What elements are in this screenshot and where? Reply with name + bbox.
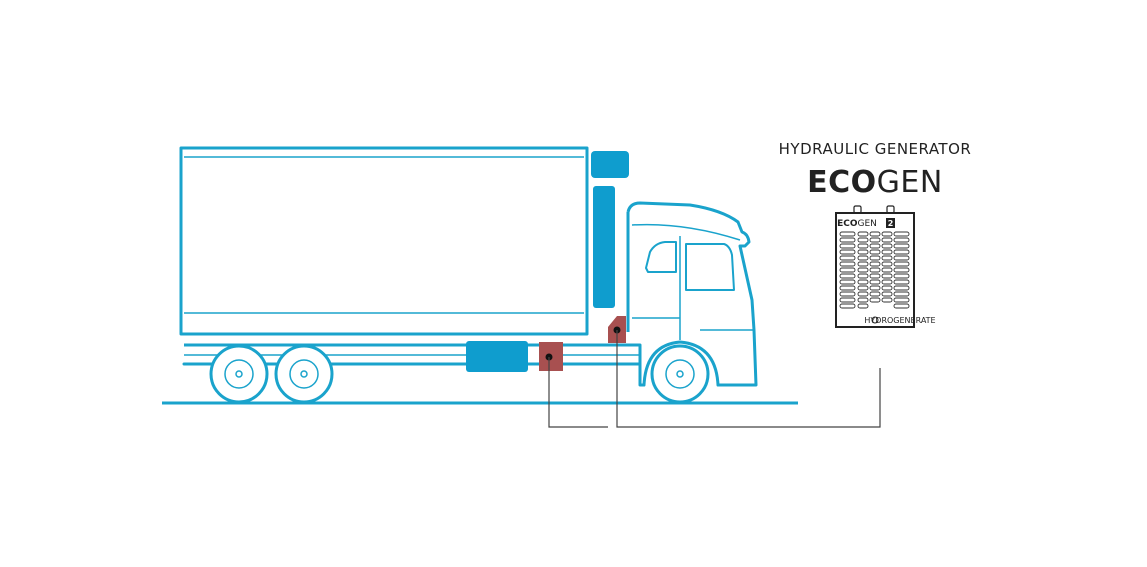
vent-slot [857, 243, 869, 249]
vent-slot [839, 291, 856, 297]
cargo-box [179, 146, 589, 336]
vent-slot [881, 231, 893, 237]
vent-slot [881, 249, 893, 255]
vent-slot [893, 273, 910, 279]
vent-slot [839, 249, 856, 255]
generator-unit-body [835, 212, 915, 328]
vent-slot [839, 261, 856, 267]
vent-slot [857, 231, 869, 237]
vent-slot [881, 255, 893, 261]
vent-slot [839, 285, 856, 291]
vent-slot [839, 255, 856, 261]
vent-slot [881, 261, 893, 267]
vent-slot [881, 243, 893, 249]
vent-slot [857, 279, 869, 285]
rear-wheel-1 [209, 344, 269, 404]
vent-slot [869, 279, 881, 285]
vent-slot [881, 279, 893, 285]
vent-slot [893, 303, 910, 309]
cab-body [626, 201, 758, 387]
vent-slot [839, 237, 856, 243]
vent-slot [869, 237, 881, 243]
vent-slot [869, 255, 881, 261]
connector-pump [548, 357, 608, 428]
generator-unit-brand: ECOGEN [837, 219, 877, 229]
vent-slot [869, 243, 881, 249]
vent-slot [869, 261, 881, 267]
vent-slot [893, 255, 910, 261]
vent-slot [857, 285, 869, 291]
vent-slot [839, 243, 856, 249]
vent-slot [869, 267, 881, 273]
product-caption: HYDRAULIC GENERATOR [779, 140, 972, 158]
vent-slot [881, 267, 893, 273]
vent-slot [869, 297, 881, 303]
vent-slot [869, 249, 881, 255]
truck [179, 146, 758, 404]
vent-slot [893, 285, 910, 291]
generator-unit-handle-left [853, 205, 862, 214]
cab-window-side [645, 241, 677, 273]
vent-slot [893, 291, 910, 297]
generator-unit-vents [839, 231, 910, 309]
generator-unit-knob-icon [871, 316, 879, 324]
generator-unit-handle-right [886, 205, 895, 214]
vent-slot [893, 267, 910, 273]
vent-slot [857, 255, 869, 261]
vent-slot [857, 291, 869, 297]
vent-slot [881, 285, 893, 291]
vent-slot [839, 267, 856, 273]
generator-unit-model-badge [886, 218, 895, 228]
connector-generator [616, 330, 881, 428]
vent-slot [839, 279, 856, 285]
refrigeration-unit-column [593, 186, 615, 308]
vent-slot [881, 273, 893, 279]
vent-slot [839, 231, 856, 237]
vent-slot [857, 267, 869, 273]
generator-unit: ECOGEN 2 HYDROGENERATE [835, 205, 936, 328]
vent-slot [893, 237, 910, 243]
vent-slot [881, 237, 893, 243]
rear-wheel-2 [274, 344, 334, 404]
product-brand: ECOGEN [807, 165, 943, 200]
generator-unit-footer: HYDROGENERATE [864, 316, 935, 325]
vent-slot [857, 261, 869, 267]
vent-slot [869, 285, 881, 291]
vent-slot [893, 297, 910, 303]
vent-slot [857, 237, 869, 243]
vent-slot [839, 303, 856, 309]
vent-slot [869, 291, 881, 297]
vent-slot [893, 261, 910, 267]
vent-slot [857, 297, 869, 303]
vent-slot [857, 273, 869, 279]
vent-slot [869, 231, 881, 237]
cab-roof-line [631, 223, 741, 241]
vent-slot [881, 297, 893, 303]
vent-slot [839, 273, 856, 279]
vent-slot [857, 303, 869, 309]
vent-slot [893, 279, 910, 285]
vent-slot [839, 297, 856, 303]
generator-unit-model: 2 [888, 219, 894, 228]
vent-slot [857, 249, 869, 255]
vent-slot [893, 231, 910, 237]
fuel-tank [466, 341, 528, 372]
connector-lines [548, 330, 881, 428]
vent-slot [869, 273, 881, 279]
cab-window-door [685, 243, 735, 291]
vent-slot [881, 291, 893, 297]
refrigeration-unit-top [591, 151, 629, 178]
front-wheel [650, 344, 710, 404]
vent-slot [893, 243, 910, 249]
vent-slot [893, 249, 910, 255]
